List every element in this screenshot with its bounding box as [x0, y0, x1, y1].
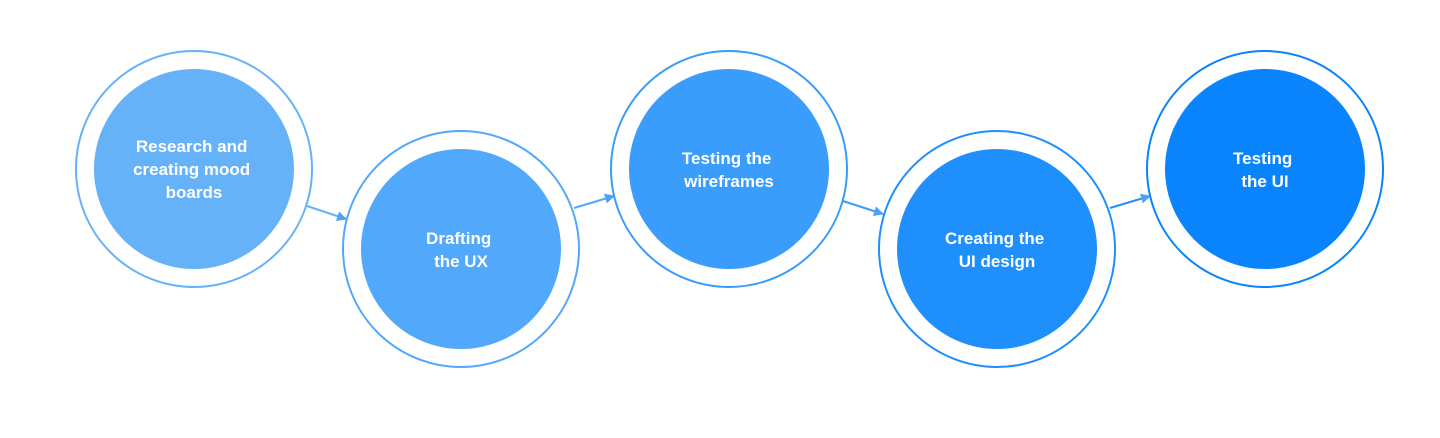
step-drafting-ux: Drafting the UX — [342, 130, 580, 368]
step-label-line: wireframes — [683, 172, 774, 191]
connectors — [306, 193, 1151, 221]
step-label-line: the UX — [434, 252, 489, 271]
step-label-line: boards — [166, 183, 223, 202]
step-testing-wireframes: Testing the wireframes — [610, 50, 848, 288]
step-research: Research and creating mood boards — [75, 50, 313, 288]
step-label: Research and creating mood boards — [133, 137, 255, 202]
step-label: Testing the wireframes — [682, 149, 776, 191]
step-label: Testing the UI — [1233, 149, 1297, 191]
step-label: Creating the UI design — [945, 229, 1049, 271]
step-label-line: UI design — [959, 252, 1036, 271]
step-disc — [897, 149, 1097, 349]
step-creating-ui-design: Creating the UI design — [878, 130, 1116, 368]
arrow-2-to-3 — [573, 193, 615, 209]
arrow-1-to-2 — [306, 205, 347, 221]
arrow-4-to-5 — [1109, 193, 1151, 209]
arrow-3-to-4 — [842, 200, 884, 216]
step-label-line: creating mood — [133, 160, 250, 179]
step-label-line: Drafting — [426, 229, 491, 248]
step-disc — [1165, 69, 1365, 269]
step-label-line: Testing — [1233, 149, 1292, 168]
step-label-line: Creating the — [945, 229, 1044, 248]
step-label: Drafting the UX — [426, 229, 496, 271]
step-disc — [629, 69, 829, 269]
step-label-line: the UI — [1241, 172, 1288, 191]
step-label-line: Research and — [136, 137, 248, 156]
step-disc — [94, 69, 294, 269]
step-testing-ui: Testing the UI — [1146, 50, 1384, 288]
step-label-line: Testing the — [682, 149, 771, 168]
step-disc — [361, 149, 561, 349]
